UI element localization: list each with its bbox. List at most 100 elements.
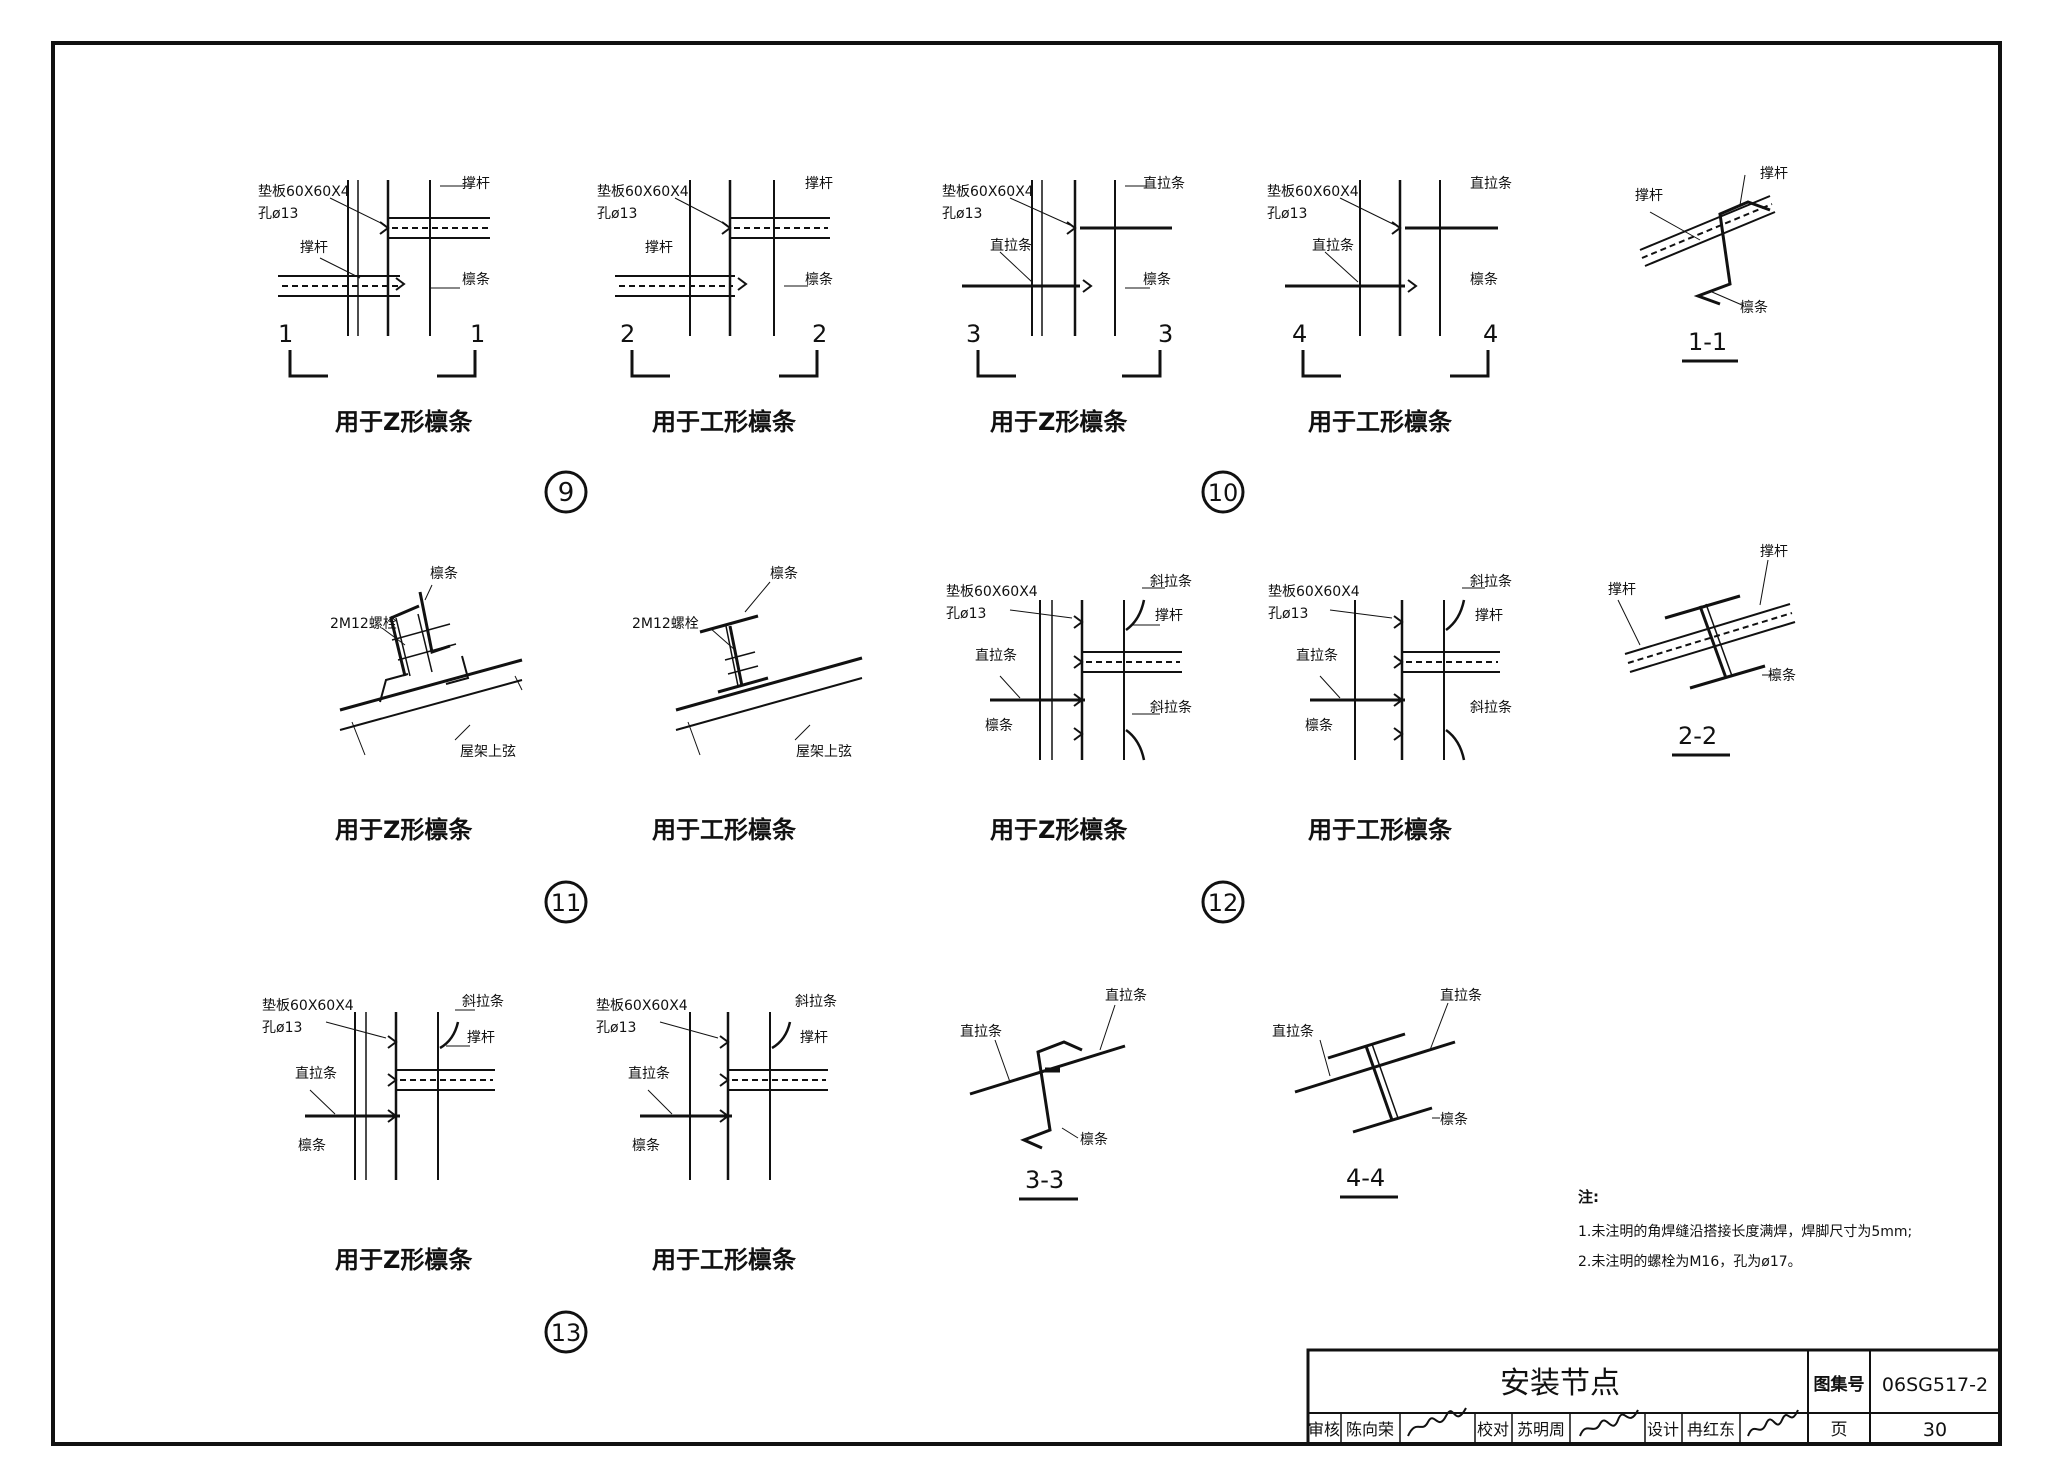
section-mark: 4-4 bbox=[1346, 1164, 1385, 1192]
purlin-label: 檩条 bbox=[298, 1137, 326, 1154]
title-block bbox=[1306, 1348, 2002, 1446]
purlin-label: 檩条 bbox=[632, 1137, 660, 1154]
detail-12-i-drawing bbox=[1310, 587, 1500, 761]
hole-label: 孔ø13 bbox=[1267, 206, 1307, 222]
section-mark: 1-1 bbox=[1688, 328, 1727, 356]
cut-mark: 1 bbox=[470, 320, 485, 348]
detail-10-i-drawing bbox=[1285, 180, 1498, 378]
detail-number: 13 bbox=[551, 1319, 582, 1347]
checker-signature bbox=[1579, 1409, 1639, 1437]
section-1-1-drawing bbox=[1639, 174, 1776, 306]
brace-label: 撑杆 bbox=[1608, 582, 1636, 598]
detail-9-i-drawing bbox=[615, 180, 830, 378]
detail-number: 9 bbox=[558, 478, 575, 508]
brace-label: 撑杆 bbox=[1155, 608, 1183, 624]
detail-number-circle bbox=[544, 880, 588, 924]
cut-mark: 2 bbox=[812, 320, 827, 348]
pad-label: 垫板60X60X4 bbox=[942, 184, 1034, 200]
note-item: 2.未注明的螺栓为M16，孔为ø17。 bbox=[1578, 1254, 1802, 1270]
brace-label: 撑杆 bbox=[300, 240, 328, 256]
cut-mark: 4 bbox=[1292, 320, 1307, 348]
straight-tie-label: 直拉条 bbox=[295, 1065, 337, 1082]
cut-mark: 4 bbox=[1483, 320, 1498, 348]
notes-title: 注: bbox=[1578, 1188, 1599, 1206]
straight-tie-label: 直拉条 bbox=[1296, 647, 1338, 664]
brace-label: 撑杆 bbox=[1635, 188, 1663, 204]
detail-11-i-drawing bbox=[675, 581, 863, 756]
straight-tie-label: 直拉条 bbox=[1312, 237, 1354, 254]
straight-tie-label: 直拉条 bbox=[1105, 987, 1147, 1004]
straight-tie-label: 直拉条 bbox=[1470, 175, 1512, 192]
purlin-label: 檩条 bbox=[1143, 271, 1171, 288]
purlin-label: 檩条 bbox=[1768, 667, 1796, 684]
cut-mark: 3 bbox=[966, 320, 981, 348]
caption-z: 用于Z形檩条 bbox=[335, 816, 473, 844]
hole-label: 孔ø13 bbox=[946, 606, 986, 622]
caption-i: 用于工形檩条 bbox=[652, 816, 797, 844]
pad-label: 垫板60X60X4 bbox=[1267, 184, 1359, 200]
straight-tie-label: 直拉条 bbox=[628, 1065, 670, 1082]
purlin-label: 檩条 bbox=[430, 565, 458, 582]
purlin-label: 檩条 bbox=[462, 271, 490, 288]
detail-13-z-drawing bbox=[305, 1009, 495, 1180]
hole-label: 孔ø13 bbox=[596, 1020, 636, 1036]
straight-tie-label: 直拉条 bbox=[975, 647, 1017, 664]
detail-number-circle bbox=[1201, 880, 1245, 924]
note-item: 1.未注明的角焊缝沿搭接长度满焊，焊脚尺寸为5mm; bbox=[1578, 1223, 1912, 1240]
detail-number: 10 bbox=[1208, 479, 1239, 507]
caption-z: 用于Z形檩条 bbox=[990, 408, 1128, 436]
caption-i: 用于工形檩条 bbox=[1308, 816, 1453, 844]
cut-mark: 1 bbox=[278, 320, 293, 348]
straight-tie-label: 直拉条 bbox=[990, 237, 1032, 254]
designer-signature bbox=[1747, 1409, 1799, 1437]
review-label: 审核 bbox=[1308, 1420, 1340, 1439]
brace-label: 撑杆 bbox=[467, 1030, 495, 1046]
hole-label: 孔ø13 bbox=[942, 206, 982, 222]
detail-number-circle bbox=[1201, 470, 1245, 514]
section-2-2-drawing bbox=[1617, 559, 1796, 690]
detail-13-i-drawing bbox=[640, 1012, 828, 1180]
purlin-label: 檩条 bbox=[1440, 1111, 1468, 1128]
chord-label: 屋架上弦 bbox=[796, 744, 852, 760]
sheet-border bbox=[51, 41, 2002, 1446]
brace-label: 撑杆 bbox=[1475, 608, 1503, 624]
diag-tie-label: 斜拉条 bbox=[1150, 573, 1192, 590]
purlin-label: 檩条 bbox=[985, 717, 1013, 734]
hole-label: 孔ø13 bbox=[258, 206, 298, 222]
detail-9-z-drawing bbox=[278, 180, 490, 378]
detail-number-circle bbox=[544, 1310, 588, 1354]
caption-i: 用于工形檩条 bbox=[1308, 408, 1453, 436]
diag-tie-label: 斜拉条 bbox=[795, 993, 837, 1010]
brace-label: 撑杆 bbox=[645, 240, 673, 256]
bolts-label: 2M12螺栓 bbox=[632, 616, 699, 632]
brace-label: 撑杆 bbox=[462, 176, 490, 192]
page-label: 页 bbox=[1831, 1420, 1848, 1440]
checker-name: 苏明周 bbox=[1517, 1420, 1565, 1439]
check-label: 校对 bbox=[1477, 1420, 1509, 1439]
diag-tie-label: 斜拉条 bbox=[1470, 699, 1512, 716]
caption-z: 用于Z形檩条 bbox=[335, 1246, 473, 1274]
diag-tie-label: 斜拉条 bbox=[462, 993, 504, 1010]
brace-label: 撑杆 bbox=[1760, 544, 1788, 560]
designer-name: 冉红东 bbox=[1687, 1420, 1735, 1439]
purlin-label: 檩条 bbox=[1080, 1131, 1108, 1148]
reviewer-name: 陈向荣 bbox=[1346, 1420, 1394, 1439]
detail-number: 12 bbox=[1208, 889, 1239, 917]
detail-number-circle bbox=[544, 470, 588, 514]
reviewer-signature bbox=[1407, 1407, 1467, 1437]
hole-label: 孔ø13 bbox=[597, 206, 637, 222]
section-3-3-drawing bbox=[969, 1004, 1126, 1150]
straight-tie-label: 直拉条 bbox=[1440, 987, 1482, 1004]
caption-z: 用于Z形檩条 bbox=[335, 408, 473, 436]
atlas-number: 06SG517-2 bbox=[1882, 1374, 1988, 1396]
hole-label: 孔ø13 bbox=[262, 1020, 302, 1036]
purlin-label: 檩条 bbox=[1740, 299, 1768, 316]
straight-tie-label: 直拉条 bbox=[1272, 1023, 1314, 1040]
cut-mark: 3 bbox=[1158, 320, 1173, 348]
brace-label: 撑杆 bbox=[800, 1030, 828, 1046]
straight-tie-label: 直拉条 bbox=[960, 1023, 1002, 1040]
pad-label: 垫板60X60X4 bbox=[596, 998, 688, 1014]
detail-10-z-drawing bbox=[962, 180, 1172, 378]
purlin-label: 檩条 bbox=[805, 271, 833, 288]
